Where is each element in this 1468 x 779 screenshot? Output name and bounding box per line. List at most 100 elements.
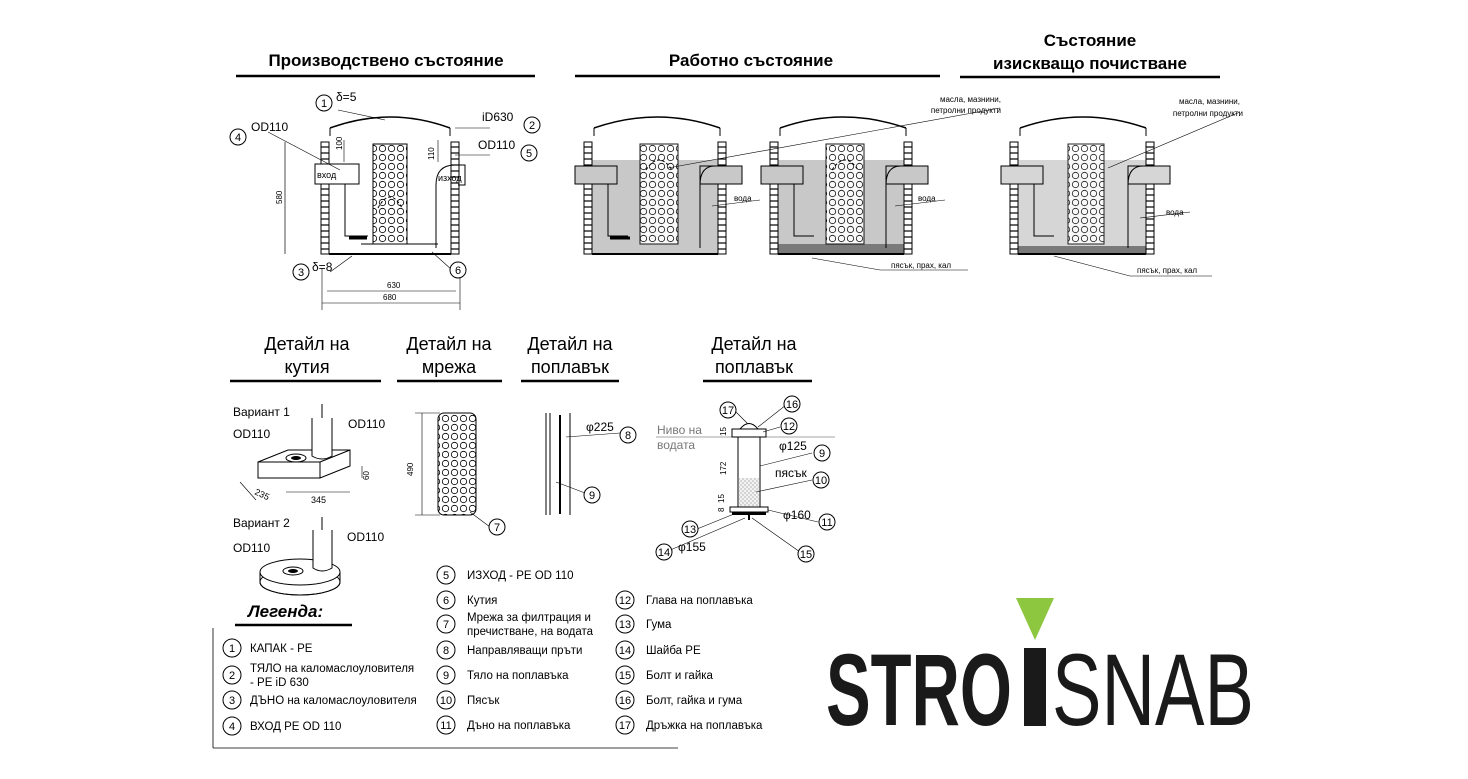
callout-6: 6 — [455, 265, 461, 277]
detail-mesh-title-1: Детайл на — [406, 334, 492, 354]
box-detail: Вариант 1 OD110 OD110 235 345 60 Вариант… — [233, 404, 385, 596]
legend-item-9: Тяло на поплавъка — [467, 670, 569, 682]
legend-num-13: 13 — [619, 619, 631, 631]
logo-left-text: STRO — [826, 633, 1012, 747]
legend-num-10: 10 — [440, 695, 452, 707]
callout-12: 12 — [783, 421, 795, 433]
float-sand-label: пясък — [775, 466, 807, 480]
dim-172: 172 — [719, 461, 728, 475]
od110-in-label: OD110 — [251, 120, 288, 134]
legend-num-15: 15 — [619, 670, 631, 682]
cleaning-diagram: масла, мазнини, петролни продукти вода п… — [1000, 97, 1243, 277]
working-diagram: масла, мазнини, петролни продукти вода в… — [574, 95, 1001, 271]
dim-490: 490 — [406, 462, 415, 476]
dim-680: 680 — [383, 293, 397, 302]
v2-od110-left: OD110 — [233, 541, 270, 555]
dim-60: 60 — [362, 471, 371, 480]
float-detail: φ225 8 9 — [545, 413, 637, 515]
legend-item-1: КАПАК - PE — [250, 643, 313, 655]
header-production: Производствено състояние — [268, 51, 503, 70]
detail-box-title-1: Детайл на — [264, 334, 350, 354]
legend-item-13: Гума — [646, 619, 672, 631]
legend-num-4: 4 — [229, 721, 235, 733]
legend-num-2: 2 — [229, 670, 235, 682]
logo-right-text: SNAB — [1052, 633, 1254, 747]
working-water-a: вода — [734, 194, 752, 203]
dim-15b: 15 — [717, 494, 726, 503]
delta8-label: δ=8 — [312, 260, 333, 274]
v1-od110-right: OD110 — [348, 417, 385, 431]
header-working: Работно състояние — [669, 51, 833, 70]
lid — [329, 116, 451, 129]
legend-num-14: 14 — [619, 645, 631, 657]
legend-item-2: ТЯЛО на каломаслоуловителя — [250, 663, 414, 675]
callout-7: 7 — [494, 522, 500, 534]
working-oils-2: петролни продукти — [931, 106, 1001, 115]
production-diagram: δ=5 OD110 iD630 OD110 100 110 вход изход… — [229, 90, 541, 310]
legend-num-9: 9 — [443, 670, 449, 682]
legend-num-16: 16 — [619, 695, 631, 707]
legend-num-17: 17 — [619, 720, 631, 732]
legend-item-8: Направляващи пръти — [467, 645, 582, 657]
water-level-1: Ниво на — [657, 423, 702, 437]
callout-3: 3 — [298, 267, 304, 279]
legend-item-11: Дъно на поплавъка — [467, 720, 571, 732]
dim-15: 15 — [719, 427, 728, 436]
v1-od110-left: OD110 — [233, 427, 270, 441]
detail-float-title-1: Детайл на — [527, 334, 613, 354]
legend-num-8: 8 — [443, 645, 449, 657]
water-level-2: водата — [657, 438, 695, 452]
dim-8: 8 — [717, 507, 726, 512]
phi225-label: φ225 — [586, 420, 614, 434]
legend-num-5: 5 — [443, 570, 449, 582]
detail-mesh-title-2: мрежа — [422, 357, 477, 377]
callout-14: 14 — [658, 547, 670, 559]
legend-item-7: Мрежа за филтрация и — [467, 612, 591, 624]
inlet-label: вход — [317, 170, 337, 180]
od110-out-label: OD110 — [478, 138, 515, 152]
dim-630: 630 — [387, 281, 401, 290]
header-cleaning-2: изискващо почистване — [993, 54, 1187, 73]
legend-title: Легенда: — [246, 602, 323, 621]
legend-item-14: Шайба PE — [646, 645, 701, 657]
working-sand: пясък, прах, кал — [891, 261, 951, 270]
legend-num-11: 11 — [440, 720, 451, 732]
callout-1: 1 — [321, 98, 327, 110]
mesh-detail: 490 7 — [406, 412, 506, 536]
dim-110: 110 — [427, 147, 436, 160]
variant-2-label: Вариант 2 — [233, 516, 290, 530]
callout-17: 17 — [722, 405, 734, 417]
callout-5: 5 — [526, 148, 532, 160]
callout-9b: 9 — [819, 448, 825, 460]
legend-item-10: Пясък — [467, 695, 500, 707]
legend-num-7: 7 — [443, 619, 449, 631]
callout-10: 10 — [815, 475, 827, 487]
legend-item-4: ВХОД PE OD 110 — [250, 721, 341, 733]
callout-8: 8 — [625, 430, 631, 442]
phi155-label: φ155 — [678, 540, 706, 554]
callout-16: 16 — [786, 399, 798, 411]
detail-box-title-2: кутия — [284, 357, 329, 377]
callout-15: 15 — [800, 549, 812, 561]
working-water-b: вода — [918, 194, 936, 203]
cleaning-sand: пясък, прах, кал — [1137, 266, 1197, 275]
detail-float-title-2: поплавък — [531, 357, 609, 377]
legend-num-6: 6 — [443, 595, 449, 607]
logo-i-bar — [1024, 648, 1046, 726]
callout-11: 11 — [821, 517, 832, 529]
cleaning-oils-1: масла, мазнини, — [1179, 97, 1240, 106]
legend-item-15: Болт и гайка — [646, 670, 714, 682]
legend-item-6: Кутия — [467, 595, 497, 607]
legend-num-1: 1 — [229, 643, 235, 655]
dim-100: 100 — [335, 136, 344, 150]
delta5-label: δ=5 — [336, 90, 357, 104]
detail-float2-title-2: поплавък — [715, 357, 793, 377]
legend-item-16: Болт, гайка и гума — [646, 695, 743, 707]
legend-item-3: ДЪНО на каломаслоуловителя — [250, 695, 417, 707]
header-cleaning-1: Състояние — [1044, 31, 1136, 50]
callout-9: 9 — [589, 490, 595, 502]
callout-2: 2 — [529, 120, 535, 132]
dim-345: 345 — [311, 495, 326, 505]
cleaning-water: вода — [1166, 208, 1184, 217]
